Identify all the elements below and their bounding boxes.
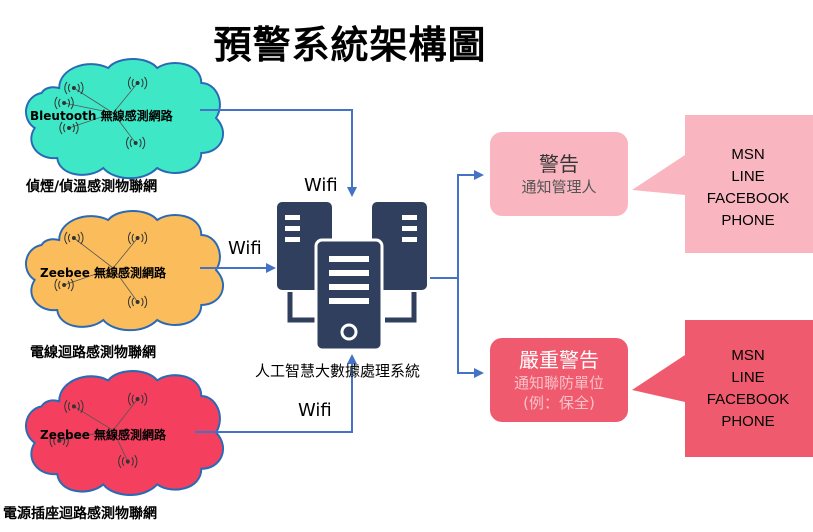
arrow-server-to-critical — [457, 278, 484, 378]
wifi-label-top: Wifi — [304, 175, 338, 196]
critical-warning-box: 嚴重警告 通知聯防單位 (例：保全) — [490, 338, 628, 422]
cloud-1-label: Bleutooth 無線感測網路 — [30, 109, 173, 123]
callout-critical — [632, 320, 813, 457]
arrow-server-to-warning — [430, 170, 484, 279]
critical-warning-example: (例：保全) — [523, 394, 595, 412]
sensor-links-1 — [64, 82, 138, 144]
warning-subtitle: 通知管理人 — [521, 178, 597, 196]
wifi-label-bottom: Wifi — [298, 400, 332, 421]
channel-facebook: FACEBOOK — [706, 391, 790, 408]
arrow-cloud1-to-server — [200, 109, 357, 197]
cloud-3-caption: 電源插座迴路感測物聯網 — [3, 506, 157, 522]
cloud-3-label: Zeebee 無線感測網路 — [40, 428, 167, 442]
channel-msn: MSN — [731, 347, 765, 364]
warning-box: 警告 通知管理人 — [490, 132, 628, 216]
server-icon — [277, 202, 427, 352]
cloud-2-caption: 電線迴路感測物聯網 — [30, 345, 156, 361]
channel-msn: MSN — [731, 146, 765, 163]
channel-facebook: FACEBOOK — [706, 190, 790, 207]
callout-warning — [632, 115, 813, 253]
critical-warning-subtitle: 通知聯防單位 — [513, 374, 604, 392]
page-title: 預警系統架構圖 — [213, 23, 487, 67]
channel-line: LINE — [731, 369, 765, 386]
cloud-zeebee-network-2 — [24, 370, 225, 497]
cloud-bluetooth-network — [24, 58, 225, 180]
cloud-2-label: Zeebee 無線感測網路 — [40, 266, 167, 280]
channel-phone: PHONE — [721, 212, 775, 229]
cloud-1-caption: 偵煙/偵溫感測物聯網 — [26, 179, 158, 195]
wifi-label-middle: Wifi — [228, 238, 262, 259]
cloud-zeebee-network-1 — [24, 210, 225, 332]
warning-title: 警告 — [539, 152, 579, 176]
critical-channels: MSN LINE FACEBOOK PHONE — [688, 345, 808, 433]
channel-line: LINE — [731, 168, 765, 185]
arrow-cloud3-to-server — [195, 354, 357, 433]
warning-channels: MSN LINE FACEBOOK PHONE — [688, 144, 808, 232]
critical-warning-title: 嚴重警告 — [519, 348, 599, 372]
server-caption: 人工智慧大數據處理系統 — [255, 362, 421, 380]
channel-phone: PHONE — [721, 413, 775, 430]
